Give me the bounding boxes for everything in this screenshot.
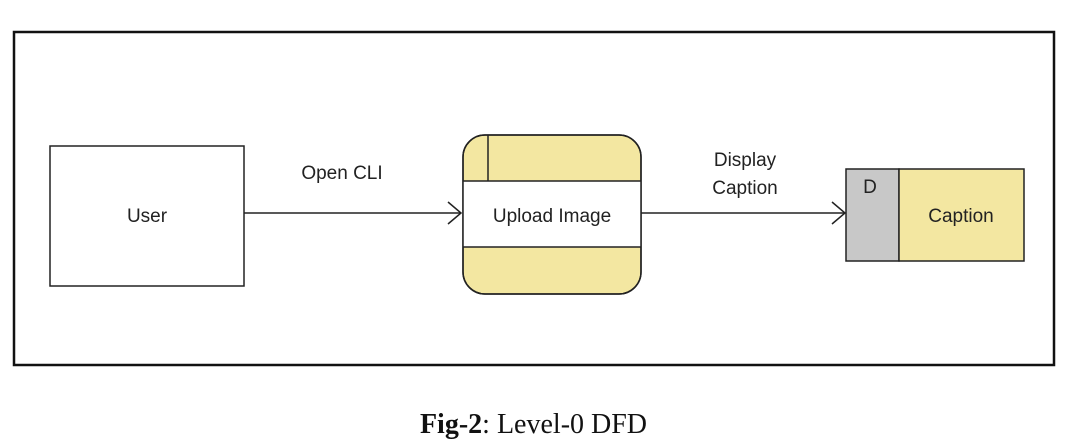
entity-user: User — [49, 145, 245, 287]
edge-open-cli: Open CLI — [244, 163, 463, 225]
edge-open-cli-arrowhead — [447, 201, 463, 225]
process-outline — [462, 134, 642, 295]
edge-display-caption: Display Caption — [641, 150, 847, 225]
figure-caption-suffix: : Level-0 DFD — [482, 409, 648, 440]
process-label-band — [463, 181, 641, 247]
edge-display-caption-label-line2: Caption — [712, 178, 778, 199]
datastore-id-label: D — [863, 177, 877, 198]
datastore-label: Caption — [928, 206, 994, 227]
process-label: Upload Image — [493, 206, 611, 227]
figure-caption: Fig-2: Level-0 DFD — [0, 410, 1067, 440]
edge-open-cli-label: Open CLI — [301, 163, 382, 184]
edge-display-caption-arrowhead — [831, 201, 847, 225]
datastore-caption: D Caption — [845, 168, 1025, 262]
process-upload-image: Upload Image — [462, 134, 642, 295]
entity-user-label: User — [127, 206, 168, 227]
figure-caption-prefix: Fig-2 — [419, 409, 483, 440]
entity-user-box — [49, 145, 245, 287]
datastore-id-cell — [845, 168, 900, 262]
edge-display-caption-label-line1: Display — [714, 150, 777, 171]
datastore-name-cell — [898, 168, 1025, 262]
